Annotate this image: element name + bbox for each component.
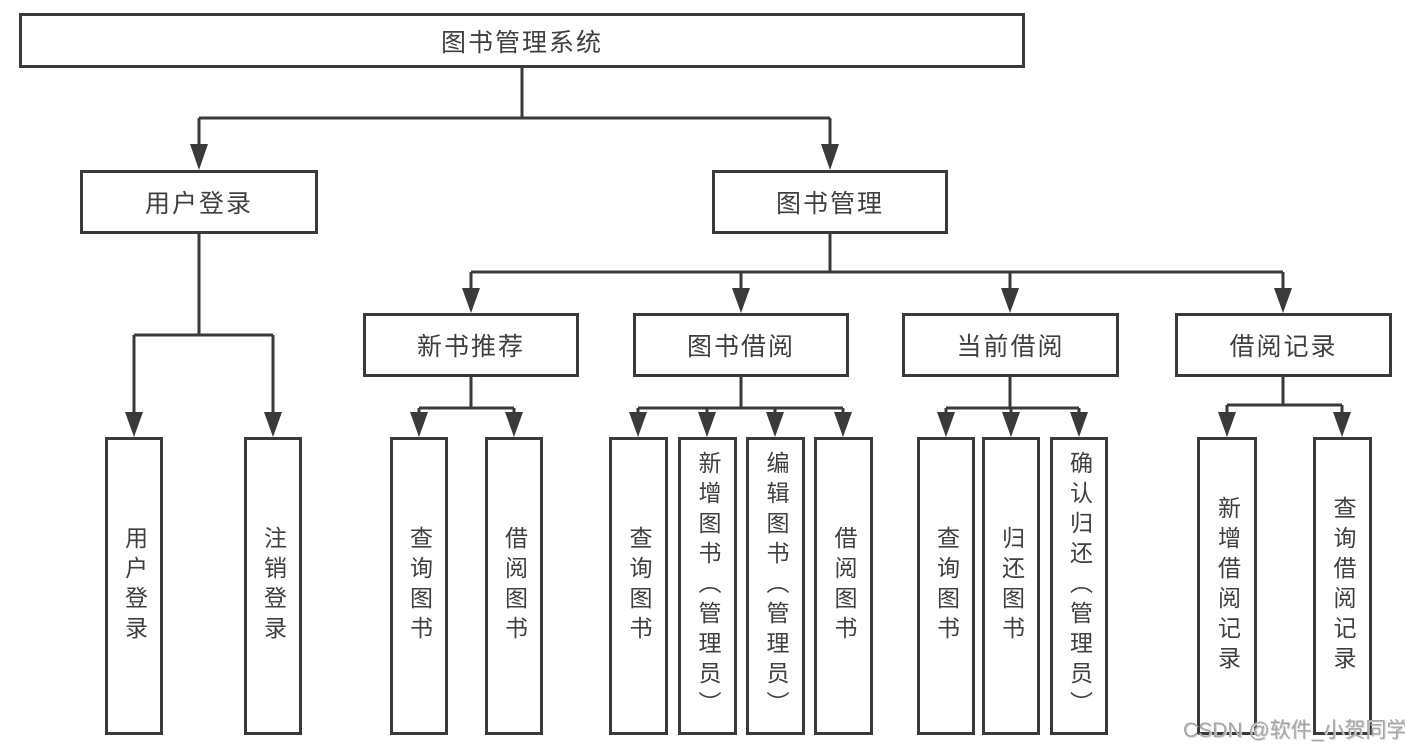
arrowheads <box>125 144 1351 437</box>
node-library-system: 图书管理系统 <box>19 13 1025 68</box>
csdn-watermark: CSDN @软件_小贺同学 <box>1183 719 1405 742</box>
node-borrowing-records-label: 借阅记录 <box>1229 333 1338 361</box>
node-new-book-recommend-label: 新书推荐 <box>416 333 525 361</box>
node-current-borrowing: 当前借阅 <box>902 313 1119 377</box>
node-book-management: 图书管理 <box>712 170 948 234</box>
leaf-user-login: 用户登录 <box>105 437 163 735</box>
leaf-edit-book-admin: 编辑图书（管理员） <box>746 437 805 735</box>
node-user-login-label: 用户登录 <box>144 190 253 218</box>
leaf-borrow-books-borrowing: 借阅图书 <box>814 437 873 735</box>
node-book-management-label: 图书管理 <box>775 190 884 218</box>
leaf-query-books-borrowing: 查询图书 <box>609 437 668 735</box>
leaf-logout: 注销登录 <box>244 437 302 735</box>
leaf-add-borrow-record: 新增借阅记录 <box>1197 437 1257 735</box>
leaf-query-borrow-record: 查询借阅记录 <box>1313 437 1372 735</box>
node-book-borrowing-label: 图书借阅 <box>686 333 795 361</box>
leaf-confirm-return-admin: 确认归还（管理员） <box>1050 437 1108 735</box>
node-book-borrowing: 图书借阅 <box>633 313 849 377</box>
leaf-query-books-current: 查询图书 <box>917 437 975 735</box>
node-library-system-label: 图书管理系统 <box>440 28 603 57</box>
node-current-borrowing-label: 当前借阅 <box>956 333 1065 361</box>
leaf-query-books-recommend: 查询图书 <box>390 437 448 735</box>
leaf-return-books: 归还图书 <box>982 437 1040 735</box>
node-borrowing-records: 借阅记录 <box>1175 313 1392 377</box>
leaf-borrow-books-recommend: 借阅图书 <box>485 437 543 735</box>
leaf-add-book-admin: 新增图书（管理员） <box>678 437 737 735</box>
node-new-book-recommend: 新书推荐 <box>363 313 579 377</box>
node-user-login: 用户登录 <box>80 170 318 234</box>
